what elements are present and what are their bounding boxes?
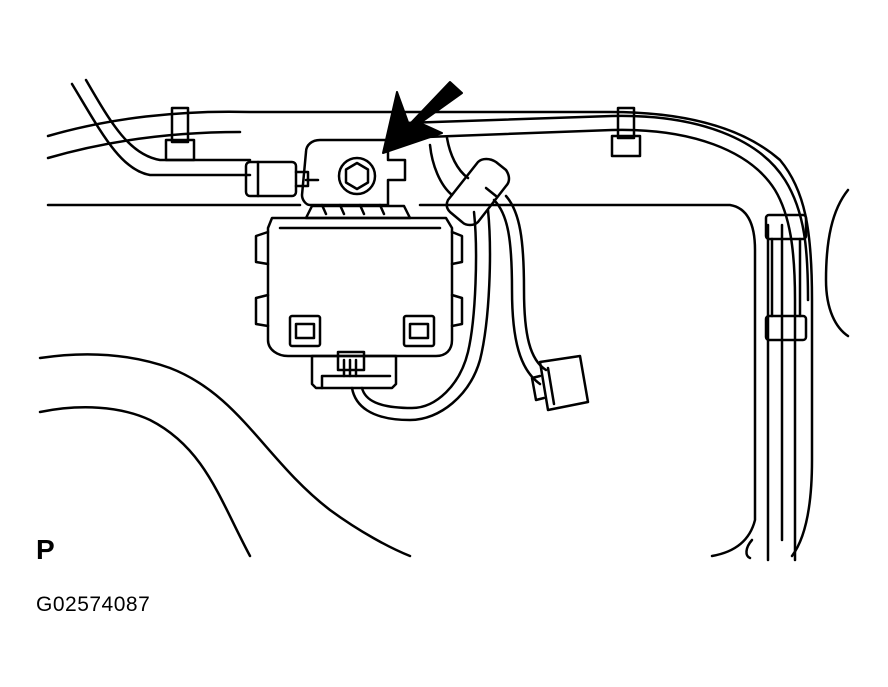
wire-sleeve — [445, 157, 511, 227]
harness-clamp-right — [764, 213, 808, 342]
harness-connector — [244, 160, 310, 198]
body-panel-contours — [38, 110, 850, 560]
loose-connector — [530, 354, 590, 412]
harness-clamp-left — [164, 106, 196, 162]
harness-clamp-middle — [610, 106, 642, 158]
wire-harness — [70, 78, 810, 562]
module-lead-wires — [350, 194, 548, 422]
view-label: P — [36, 534, 55, 565]
control-module — [254, 204, 464, 358]
arrow-icon — [382, 81, 463, 154]
mounting-bracket — [300, 138, 407, 216]
figure-id: G02574087 — [36, 593, 151, 616]
bolt-icon — [337, 156, 377, 196]
module-connector — [310, 350, 398, 390]
